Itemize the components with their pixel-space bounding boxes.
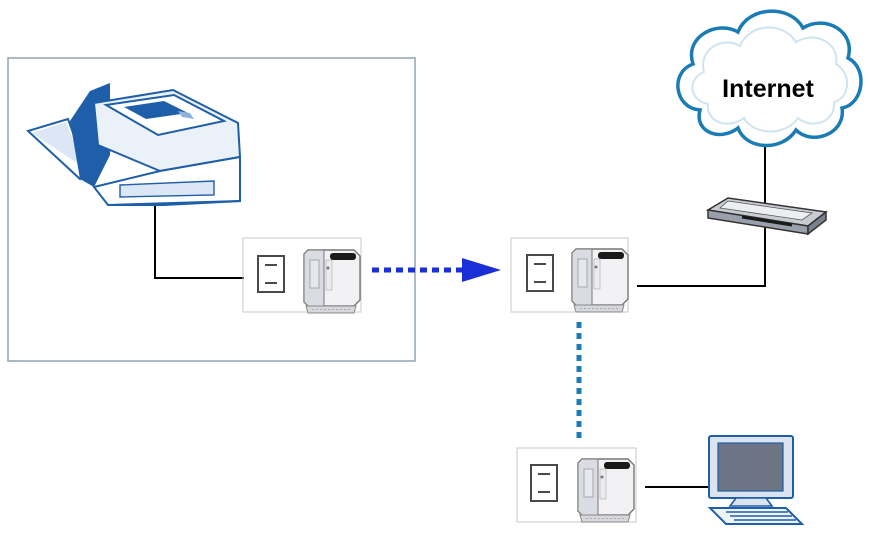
room-boundary [7, 57, 416, 362]
outlet-panel-left [242, 237, 362, 313]
modem-cable [637, 225, 766, 287]
cloud-icon [676, 9, 863, 148]
modem-icon [705, 197, 828, 236]
wall-outlet-icon [257, 255, 285, 293]
wall-outlet-icon [530, 464, 558, 502]
cloud-label: Internet [722, 75, 814, 103]
powerline-adapter-icon [303, 249, 361, 314]
arrow-head [462, 258, 501, 282]
outlet-panel-bottom [516, 447, 637, 523]
powerline-adapter-icon [571, 248, 629, 313]
computer-icon [707, 435, 805, 525]
printer-icon [26, 83, 242, 206]
powerline-adapter-icon [577, 458, 635, 523]
wall-outlet-icon [526, 254, 554, 292]
printer-cable [154, 203, 244, 279]
